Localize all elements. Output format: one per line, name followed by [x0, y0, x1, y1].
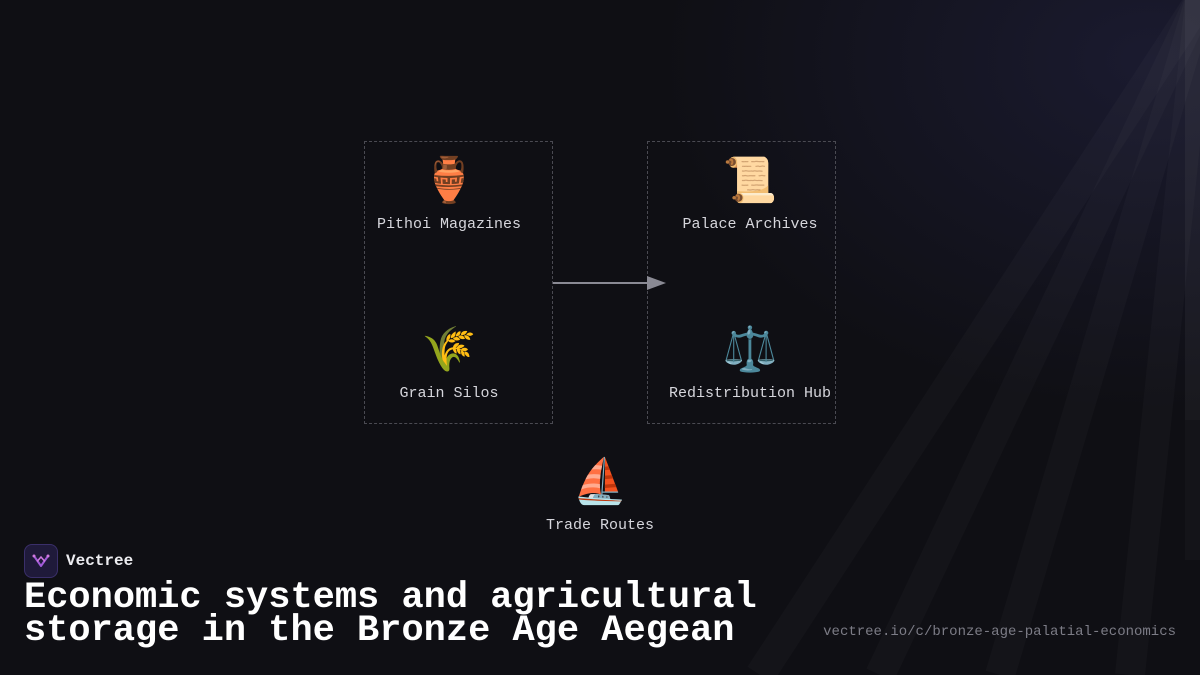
sailboat-icon: ⛵ [572, 456, 628, 507]
node-palace-archives: 📜 Palace Archives [655, 154, 845, 234]
sheaf-of-rice-icon: 🌾 [421, 324, 477, 375]
node-label: Trade Routes [545, 517, 655, 534]
node-label: Palace Archives [682, 216, 818, 233]
node-label: Pithoi Magazines [376, 216, 522, 233]
vectree-logo-icon [24, 544, 58, 578]
brand: Vectree [24, 544, 133, 578]
amphora-icon: 🏺 [421, 155, 477, 206]
group-left [364, 141, 553, 424]
node-pithoi-magazines: 🏺 Pithoi Magazines [354, 154, 544, 234]
node-grain-silos: 🌾 Grain Silos [354, 323, 544, 403]
node-redistribution-hub: ⚖️ Redistribution Hub [655, 323, 845, 403]
node-label: Grain Silos [399, 385, 499, 402]
brand-name: Vectree [66, 552, 134, 570]
source-url: vectree.io/c/bronze-age-palatial-economi… [823, 624, 1176, 640]
page-title: Economic systems and agricultural storag… [24, 577, 757, 652]
node-label: Redistribution Hub [668, 385, 832, 402]
flow-arrow [553, 276, 666, 290]
node-trade-routes: ⛵ Trade Routes [505, 455, 695, 535]
balance-scale-icon: ⚖️ [722, 324, 778, 375]
scroll-icon: 📜 [722, 155, 778, 206]
